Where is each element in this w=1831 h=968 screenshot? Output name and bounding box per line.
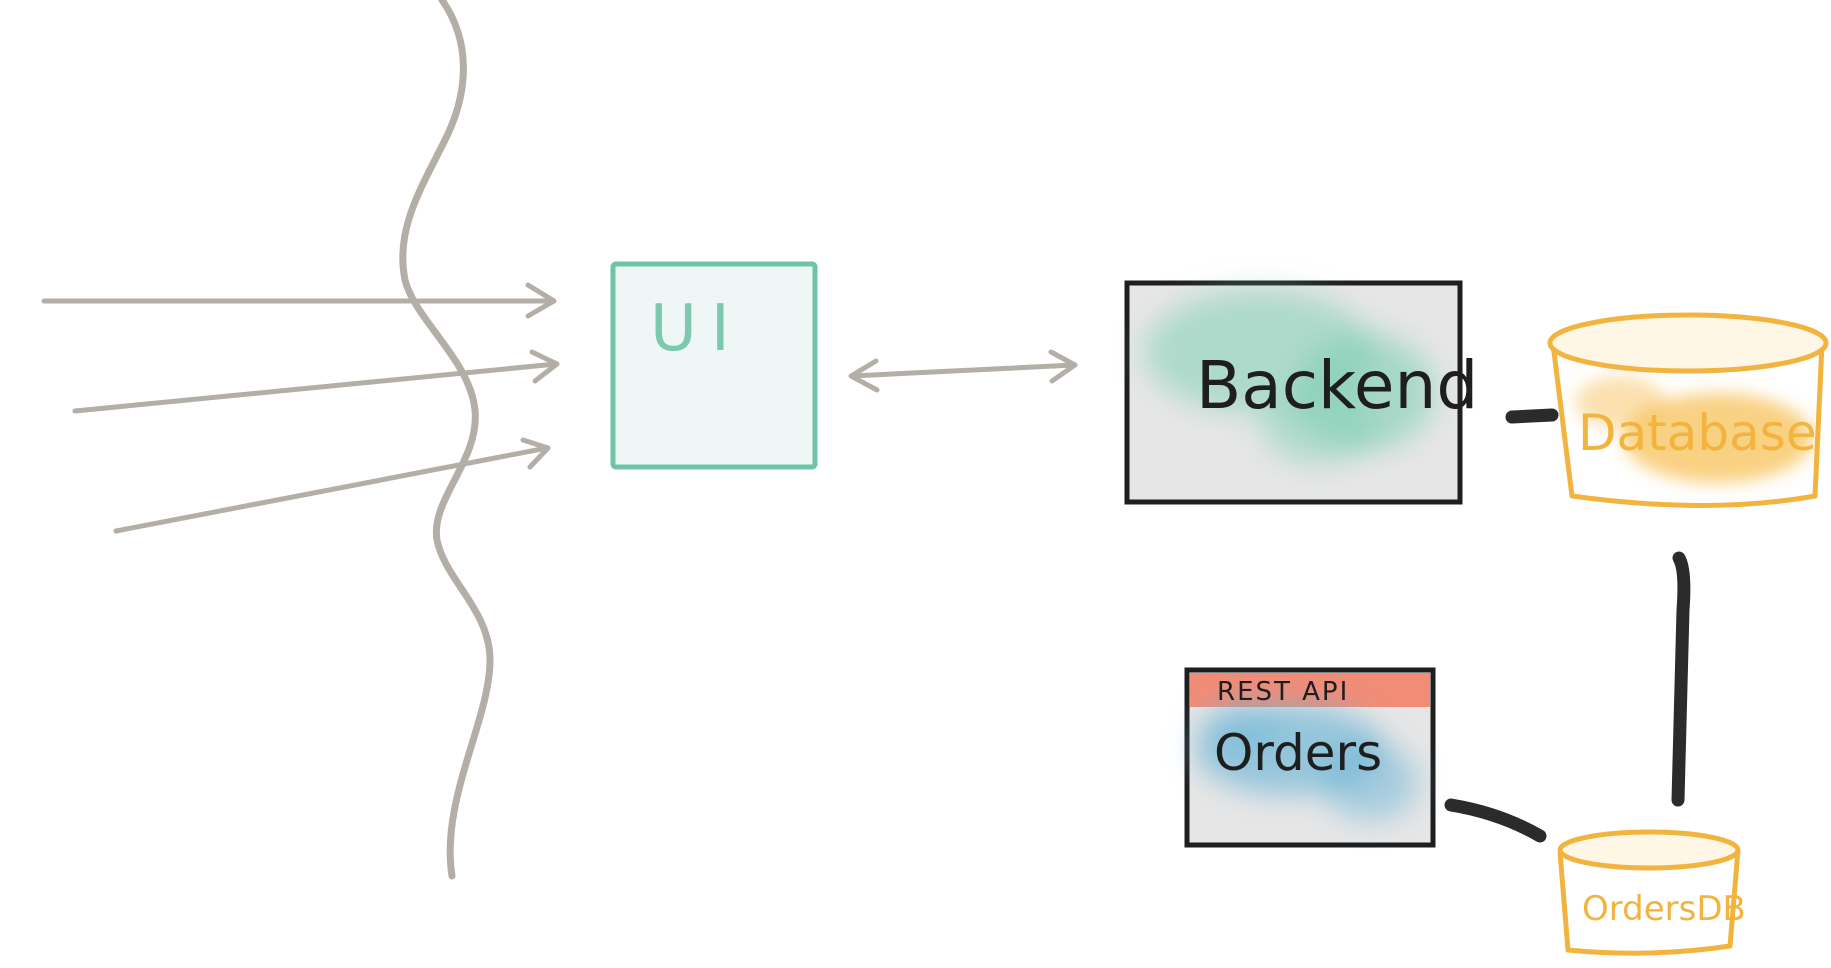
orders-watercolor-wash: [1195, 702, 1418, 820]
ui-node[interactable]: UI: [610, 261, 818, 470]
ordersdb-cylinder-top: [1557, 829, 1741, 871]
orders-node[interactable]: REST API Orders: [1184, 667, 1436, 848]
orders-ordersdb-connector: [1444, 798, 1547, 843]
backend-database-connector: [1505, 408, 1559, 424]
database-node[interactable]: Database: [1547, 312, 1829, 508]
database-label: Database: [1578, 404, 1817, 462]
backend-label: Backend: [1196, 347, 1478, 424]
incoming-arrow-2: [72, 349, 560, 414]
ui-backend-double-arrow: [848, 349, 1078, 393]
ordersdb-cylinder-body: [1557, 849, 1741, 956]
database-watercolor-wash: [1575, 376, 1813, 483]
boundary-wavy-line: [399, 0, 494, 880]
backend-watercolor-wash: [1145, 290, 1435, 464]
database-cylinder-body: [1550, 343, 1825, 508]
ordersdb-node[interactable]: OrdersDB: [1557, 829, 1746, 956]
orders-label: Orders: [1214, 724, 1382, 782]
orders-rest-api-label: REST API: [1217, 677, 1349, 707]
ui-label: UI: [650, 292, 744, 366]
backend-node[interactable]: Backend: [1124, 280, 1478, 505]
database-ordersdb-connector: [1671, 551, 1691, 807]
database-cylinder-top: [1547, 312, 1829, 374]
ordersdb-label: OrdersDB: [1582, 889, 1746, 929]
incoming-arrow-1: [41, 282, 557, 319]
ui-box: [610, 261, 818, 470]
orders-rest-header-band: [1190, 673, 1430, 707]
incoming-arrow-3: [113, 437, 551, 534]
